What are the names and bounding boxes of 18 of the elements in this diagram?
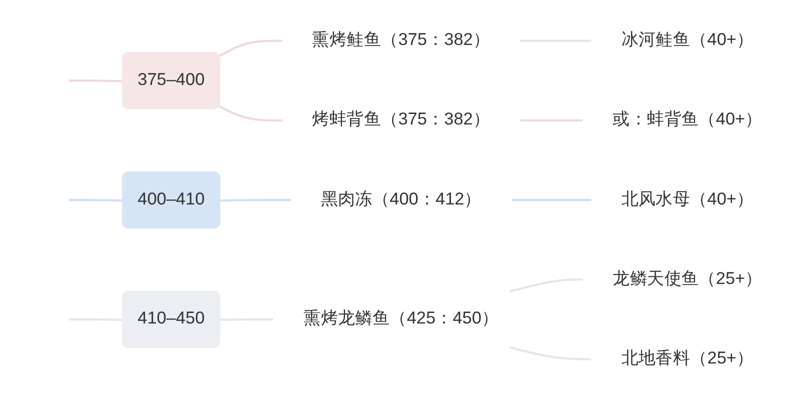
node-text: 或：蚌背鱼（40+） <box>612 110 762 130</box>
connector <box>68 198 124 202</box>
connector <box>220 198 291 202</box>
connector <box>219 105 282 122</box>
connector <box>68 80 124 82</box>
node-text: 烤蚌背鱼（375：382） <box>312 110 490 130</box>
node-text: 黑肉冻（400：412） <box>320 190 482 209</box>
connector <box>520 119 583 122</box>
node-text: 龙鳞天使鱼（25+） <box>612 270 762 288</box>
connector <box>509 346 592 360</box>
node-text: 熏烤龙鳞鱼（425：450） <box>304 310 499 328</box>
connector <box>219 40 282 57</box>
connector <box>512 198 592 202</box>
node-text: 北风水母（40+） <box>621 190 754 209</box>
node-text: 北地香料（25+） <box>621 349 754 368</box>
connector <box>509 278 583 292</box>
node-text: 冰河鲑鱼（40+） <box>621 31 754 50</box>
node-text: 熏烤鲑鱼（375：382） <box>312 31 490 50</box>
